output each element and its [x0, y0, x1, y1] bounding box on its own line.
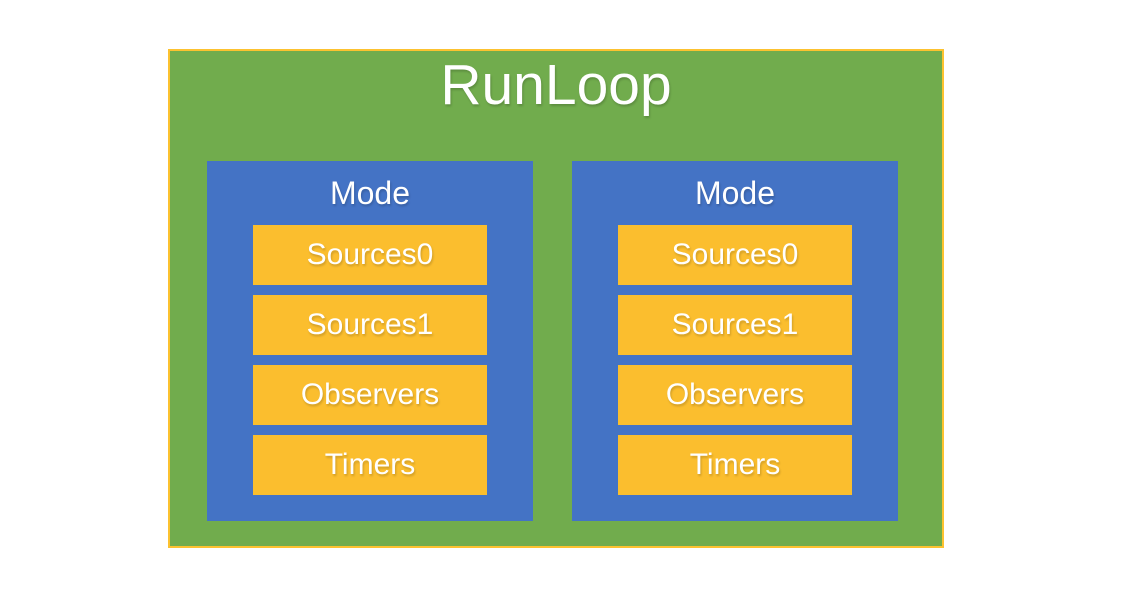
item-sources1: Sources1 — [618, 295, 852, 355]
mode-title: Mode — [694, 174, 776, 211]
item-timers: Timers — [253, 435, 487, 495]
mode-items: Sources0 Sources1 Observers Timers — [618, 225, 852, 495]
item-sources0: Sources0 — [618, 225, 852, 285]
item-observers: Observers — [618, 365, 852, 425]
mode-box-left: Mode Sources0 Sources1 Observers Timers — [207, 161, 533, 521]
item-sources1: Sources1 — [253, 295, 487, 355]
item-observers: Observers — [253, 365, 487, 425]
runloop-box: RunLoop Mode Sources0 Sources1 Observers… — [168, 49, 944, 548]
item-timers: Timers — [618, 435, 852, 495]
mode-items: Sources0 Sources1 Observers Timers — [253, 225, 487, 495]
mode-box-right: Mode Sources0 Sources1 Observers Timers — [572, 161, 898, 521]
runloop-title: RunLoop — [440, 53, 672, 117]
item-sources0: Sources0 — [253, 225, 487, 285]
mode-title: Mode — [329, 174, 411, 211]
